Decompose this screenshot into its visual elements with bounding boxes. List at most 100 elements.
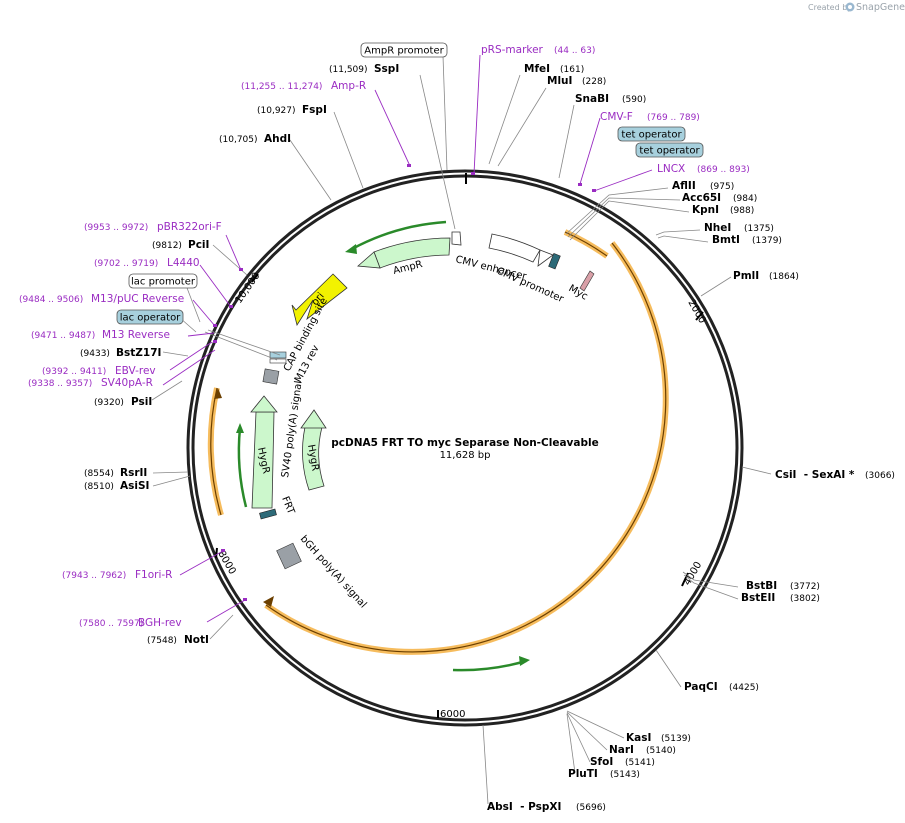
frt-label: FRT [279,495,296,517]
svg-text:Amp-R: Amp-R [331,80,366,92]
cmv-promoter-feature [548,252,561,270]
lac-promoter-box: lac promoter [128,273,198,289]
site-AbsI-PspXI[interactable]: AbsI - PspXI(5696) [487,801,606,813]
svg-text:(10,705): (10,705) [219,135,258,145]
site-KasI[interactable]: KasI (5139) [626,732,691,744]
primer-Amp-R[interactable]: (11,255 .. 11,274)Amp-R [241,80,366,92]
svg-text:SnaBI: SnaBI [575,93,609,105]
primer-M13-Reverse[interactable]: (9471 .. 9487) M13 Reverse [31,329,170,341]
svg-text:(10,927): (10,927) [257,106,296,116]
hygr-label-left: HygR [255,446,271,474]
cmv-enhancer-feature [488,233,541,263]
svg-text:(590): (590) [622,95,646,105]
svg-text:(9471 .. 9487): (9471 .. 9487) [31,331,95,341]
svg-text:(5139): (5139) [661,734,691,744]
site-MluI[interactable]: MluI(228) [547,75,606,87]
primer-CMV-F[interactable]: CMV-F (769 .. 789) [600,111,700,123]
tick-label-2000: 2000 [685,298,707,326]
svg-text:NarI: NarI [609,744,634,756]
site-KpnI[interactable]: KpnI (988) [692,204,754,216]
svg-text:PaqCI: PaqCI [684,681,718,693]
svg-text:tet operator: tet operator [621,130,682,141]
site-CsiI-SexAI[interactable]: CsiI - SexAI *(3066) [775,469,895,481]
primer-SV40pA-R[interactable]: (9338 .. 9357)SV40pA-R [28,377,153,389]
site-Acc65I[interactable]: Acc65I(984) [682,192,757,204]
site-PluTI[interactable]: PluTI(5143) [568,768,640,780]
tick-label-6000: 6000 [440,709,465,720]
site-AflII[interactable]: AflII(975) [672,180,734,192]
site-PmlI[interactable]: PmlI(1864) [733,270,799,282]
svg-text:(9320): (9320) [94,398,124,408]
primer-markers [213,164,596,601]
site-FspI[interactable]: (10,927) FspI [257,104,327,116]
svg-text:MluI: MluI [547,75,572,87]
site-SfoI[interactable]: SfoI(5141) [590,756,655,768]
site-BstBI[interactable]: BstBI(3772) [746,580,820,592]
svg-text:(44 .. 63): (44 .. 63) [554,46,595,56]
primer-BGH-rev[interactable]: (7580 .. 7597)BGH-rev [79,617,182,629]
svg-text:(975): (975) [710,182,734,192]
svg-text:(769 .. 789): (769 .. 789) [647,113,700,123]
site-NheI[interactable]: NheI(1375) [704,222,774,234]
site-AsiSI[interactable]: (8510)AsiSI [84,480,149,492]
ori-feature [291,273,348,326]
svg-text:(984): (984) [733,194,757,204]
svg-text:AmpR promoter: AmpR promoter [364,46,444,57]
svg-text:(9484 .. 9506): (9484 .. 9506) [19,295,83,305]
site-SspI[interactable]: (11,509)SspI [329,63,399,75]
frt-feature [259,508,277,520]
site-BstEII[interactable]: BstEII(3802) [741,592,820,604]
svg-text:CMV-F: CMV-F [600,111,633,123]
svg-text:PluTI: PluTI [568,768,598,780]
site-NarI[interactable]: NarI (5140) [609,744,676,756]
site-PaqCI[interactable]: PaqCI(4425) [684,681,759,693]
site-PsiI[interactable]: (9320)PsiI [94,396,152,408]
svg-text:NheI: NheI [704,222,731,234]
green-arrowheads [236,244,530,666]
svg-text:M13 Reverse: M13 Reverse [102,329,170,341]
svg-text:SfoI: SfoI [590,756,613,768]
svg-text:LNCX: LNCX [657,163,685,175]
site-PciI[interactable]: (9812)PciI [152,239,209,251]
site-BstZ17I[interactable]: (9433)BstZ17I [80,347,161,359]
primer-pBR322ori-F[interactable]: (9953 .. 9972)pBR322ori-F [84,221,222,233]
cap-lac-features [262,351,287,385]
credit-prefix: Created by [808,3,852,12]
site-NotI[interactable]: (7548)NotI [147,634,209,646]
primer-EBV-rev[interactable]: (9392 .. 9411)EBV-rev [42,365,156,377]
svg-text:BstZ17I: BstZ17I [116,347,161,359]
hygr-label-right: HygR [305,444,320,472]
svg-text:BstEII: BstEII [741,592,775,604]
site-BmtI[interactable]: BmtI(1379) [712,234,782,246]
svg-text:lac operator: lac operator [120,313,181,324]
svg-text:(5140): (5140) [646,746,676,756]
svg-text:FspI: FspI [302,104,327,116]
bgh-polya-label: bGH poly(A) signal [298,534,369,611]
svg-text:pRS-marker: pRS-marker [481,44,544,56]
svg-text:AbsI - PspXI: AbsI - PspXI [487,801,561,813]
site-MfeI[interactable]: MfeI(161) [524,63,584,75]
svg-text:(7548): (7548) [147,636,177,646]
ampr-promoter-box: AmpR promoter [360,42,448,58]
primer-L4440[interactable]: (9702 .. 9719)L4440 [94,257,200,269]
svg-text:(3066): (3066) [865,471,895,481]
svg-text:BGH-rev: BGH-rev [138,617,182,629]
svg-text:MfeI: MfeI [524,63,550,75]
svg-text:AhdI: AhdI [264,133,291,145]
primer-M13-pUC-Reverse[interactable]: (9484 .. 9506)M13/pUC Reverse [19,293,184,305]
site-AhdI[interactable]: (10,705) AhdI [219,133,291,145]
svg-text:(9812): (9812) [152,241,182,251]
svg-text:KasI: KasI [626,732,651,744]
svg-text:(9953 .. 9972): (9953 .. 9972) [84,223,148,233]
svg-text:(988): (988) [730,206,754,216]
primer-LNCX[interactable]: LNCX(869 .. 893) [657,163,750,175]
site-SnaBI[interactable]: SnaBI (590) [575,93,646,105]
svg-text:RsrII: RsrII [120,467,147,479]
site-RsrII[interactable]: (8554)RsrII [84,467,147,479]
primer-F1ori-R[interactable]: (7943 .. 7962)F1ori-R [62,569,172,581]
primer-pRS-marker[interactable]: pRS-marker (44 .. 63) [481,44,595,56]
svg-text:KpnI: KpnI [692,204,719,216]
svg-text:(1379): (1379) [752,236,782,246]
snapgene-logo-icon [845,2,855,12]
